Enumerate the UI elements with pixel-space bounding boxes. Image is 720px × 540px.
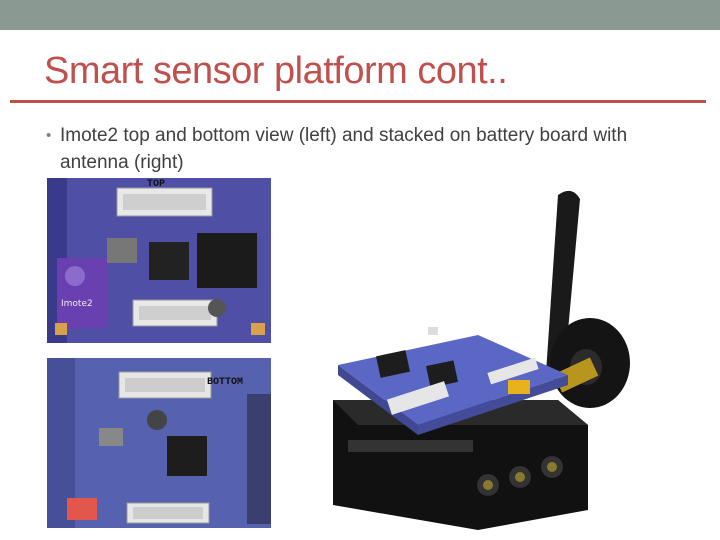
imote2-bottom-view-photo: BOTTOM	[47, 358, 271, 528]
bullet-marker: •	[46, 127, 52, 144]
imote2-top-view-photo: TOP Imote2	[47, 178, 271, 343]
board-mark: Imote2	[61, 299, 93, 309]
bullet-item: • Imote2 top and bottom view (left) and …	[46, 122, 686, 176]
slide-top-bar	[0, 0, 720, 30]
top-label: TOP	[147, 179, 165, 190]
imote2-stacked-battery-antenna-photo	[328, 185, 633, 530]
title-underline	[10, 100, 706, 103]
slide-title: Smart sensor platform cont..	[44, 50, 508, 92]
bottom-label: BOTTOM	[207, 377, 243, 388]
bullet-text: Imote2 top and bottom view (left) and st…	[60, 125, 628, 173]
